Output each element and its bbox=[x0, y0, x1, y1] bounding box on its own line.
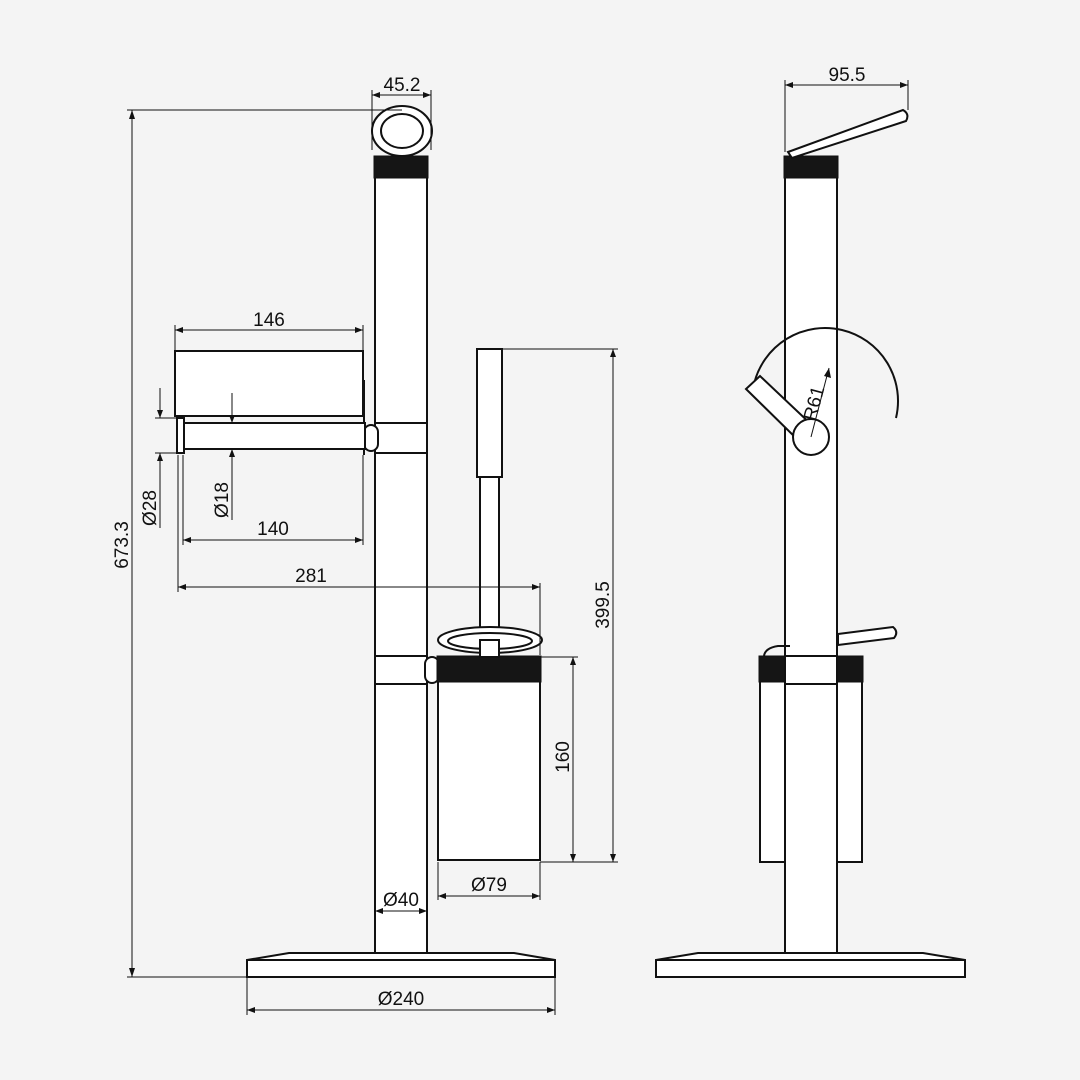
arrow bbox=[900, 82, 908, 88]
label-roll-bar-diameter: Ø18 bbox=[212, 482, 233, 518]
arrow bbox=[419, 908, 427, 914]
front-top-ring-inner bbox=[380, 113, 424, 149]
arrow bbox=[372, 92, 380, 98]
arrow bbox=[157, 453, 163, 461]
arrow bbox=[423, 92, 431, 98]
arrow bbox=[532, 584, 540, 590]
arrow bbox=[157, 410, 163, 418]
arrow bbox=[570, 657, 576, 665]
front-base bbox=[246, 952, 556, 978]
front-roll-bar-cap bbox=[176, 417, 185, 454]
arrow bbox=[229, 415, 235, 423]
label-clamp-diameter: Ø28 bbox=[140, 490, 161, 526]
front-roll-bar bbox=[182, 422, 366, 450]
front-pole bbox=[374, 157, 428, 954]
front-view bbox=[174, 105, 556, 978]
label-holder-width: 146 bbox=[253, 310, 285, 331]
front-brush-handle bbox=[476, 348, 503, 478]
side-base bbox=[655, 952, 966, 978]
arrow bbox=[355, 537, 363, 543]
label-pole-diameter: Ø40 bbox=[383, 890, 419, 911]
front-holder-clamp bbox=[374, 422, 428, 454]
side-brush-handle bbox=[837, 625, 898, 647]
arrow bbox=[178, 584, 186, 590]
arrow bbox=[785, 82, 793, 88]
front-paper-cover bbox=[174, 350, 364, 417]
arrow bbox=[129, 968, 135, 977]
arrow bbox=[247, 1007, 255, 1013]
arrow bbox=[532, 893, 540, 899]
front-brush-cup bbox=[437, 659, 541, 861]
label-cup-height: 160 bbox=[553, 741, 574, 773]
side-pole-lower bbox=[784, 683, 838, 954]
dimension-lines bbox=[127, 80, 909, 1015]
side-pole-top-knurl bbox=[783, 155, 839, 179]
side-top-hook bbox=[786, 108, 909, 160]
arrow bbox=[183, 537, 191, 543]
dim-cover-radius bbox=[810, 367, 830, 438]
side-view bbox=[655, 108, 966, 978]
front-pole-top-knurl bbox=[373, 155, 429, 179]
label-brush-height: 399.5 bbox=[593, 581, 614, 629]
label-ring-width: 45.2 bbox=[384, 75, 421, 96]
arrow bbox=[438, 893, 446, 899]
arrow bbox=[610, 854, 616, 862]
front-holder-clamp-nub bbox=[363, 424, 379, 452]
side-brush-cup-knurl-left bbox=[758, 655, 787, 683]
arrow bbox=[355, 327, 363, 333]
label-side-hook-reach: 95.5 bbox=[829, 65, 866, 86]
label-total-height: 673.3 bbox=[112, 521, 133, 569]
side-cover-arc bbox=[753, 326, 899, 419]
label-base-diameter: Ø240 bbox=[378, 989, 424, 1010]
label-arm-reach: 281 bbox=[295, 566, 327, 587]
arrow bbox=[824, 368, 831, 378]
arrow bbox=[175, 327, 183, 333]
front-brush-stem-lower bbox=[479, 639, 500, 658]
label-roll-length: 140 bbox=[257, 519, 289, 540]
arrow bbox=[570, 854, 576, 862]
arrow bbox=[375, 908, 383, 914]
side-cup-clamp bbox=[784, 655, 838, 685]
arrow bbox=[129, 110, 135, 119]
arrow bbox=[547, 1007, 555, 1013]
arrow bbox=[229, 449, 235, 457]
front-brush-cup-knurl bbox=[436, 655, 542, 683]
side-brush-hook bbox=[763, 645, 790, 657]
side-brush-cup-knurl-right bbox=[835, 655, 864, 683]
arrow bbox=[610, 349, 616, 357]
label-cup-diameter: Ø79 bbox=[471, 875, 507, 896]
dimension-arrows bbox=[129, 82, 908, 1013]
front-cup-clamp bbox=[374, 655, 428, 685]
